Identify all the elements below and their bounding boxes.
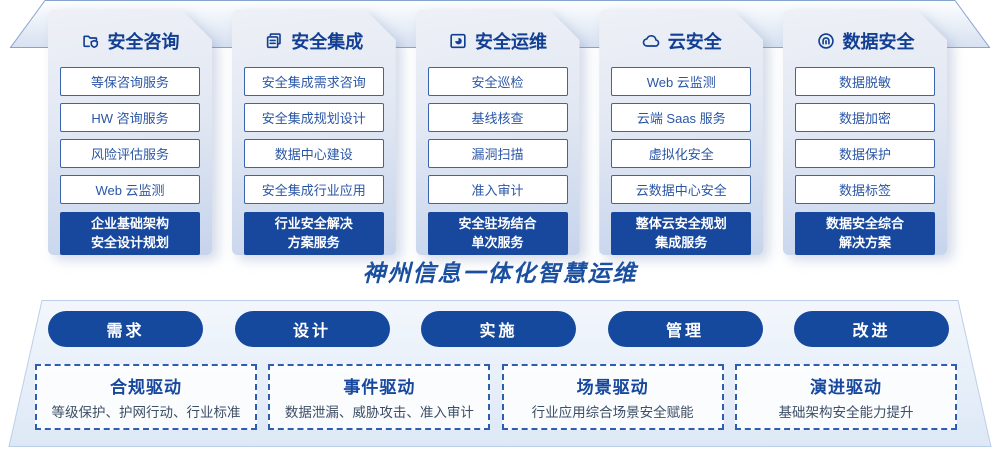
- footer-line: 数据安全综合: [825, 215, 904, 231]
- card-footer: 数据安全综合 解决方案: [795, 212, 935, 255]
- service-item: 准入审计: [428, 175, 568, 204]
- card-security-operations: 安全运维 安全巡检 基线核查 漏洞扫描 准入审计 安全驻场结合 单次服务: [416, 10, 580, 255]
- footer-line: 方案服务: [287, 235, 340, 251]
- service-item: 等保咨询服务: [60, 67, 200, 96]
- fingerprint-icon: [816, 31, 836, 51]
- card-footer: 企业基础架构 安全设计规划: [60, 212, 200, 255]
- card-header: 安全运维: [416, 10, 580, 67]
- service-item: Web 云监测: [611, 67, 751, 96]
- card-cloud-security: 云安全 Web 云监测 云端 Saas 服务 虚拟化安全 云数据中心安全 整体云…: [599, 10, 763, 255]
- footer-line: 安全驻场结合: [458, 215, 537, 231]
- platform-banner-title: 神州信息一体化智慧运维: [362, 260, 638, 286]
- footer-line: 解决方案: [838, 235, 891, 251]
- card-title: 安全咨询: [107, 32, 180, 53]
- footer-line: 集成服务: [655, 235, 708, 251]
- service-item: 数据加密: [795, 103, 935, 132]
- service-item: 数据中心建设: [244, 139, 384, 168]
- cloud-icon: [641, 31, 661, 51]
- footer-line: 整体云安全规划: [635, 215, 727, 231]
- driver-evolution: 演进驱动 基础架构安全能力提升: [734, 364, 957, 430]
- card-items: 安全集成需求咨询 安全集成规划设计 数据中心建设 安全集成行业应用: [232, 67, 396, 204]
- driver-subtitle: 行业应用综合场景安全赋能: [531, 405, 694, 420]
- driver-title: 场景驱动: [576, 378, 649, 397]
- service-item: 安全集成需求咨询: [244, 67, 384, 96]
- card-footer: 整体云安全规划 集成服务: [611, 212, 751, 255]
- pill-improvement: 改进: [794, 311, 949, 347]
- service-item: Web 云监测: [60, 175, 200, 204]
- card-header: 云安全: [599, 10, 763, 67]
- pill-management: 管理: [607, 311, 763, 347]
- card-items: Web 云监测 云端 Saas 服务 虚拟化安全 云数据中心安全: [599, 67, 763, 204]
- service-item: 云数据中心安全: [611, 175, 751, 204]
- card-security-consulting: 安全咨询 等保咨询服务 HW 咨询服务 风险评估服务 Web 云监测 企业基础架…: [48, 10, 212, 255]
- card-footer: 行业安全解决 方案服务: [244, 212, 384, 255]
- service-item: 漏洞扫描: [428, 139, 568, 168]
- driver-boxes: 合规驱动 等级保护、护网行动、行业标准 事件驱动 数据泄漏、威胁攻击、准入审计 …: [35, 364, 957, 430]
- service-item: 安全巡检: [428, 67, 568, 96]
- footer-line: 行业安全解决: [274, 215, 353, 231]
- driver-subtitle: 数据泄漏、威胁攻击、准入审计: [284, 405, 474, 420]
- footer-line: 安全设计规划: [90, 235, 169, 251]
- service-item: 数据保护: [795, 139, 935, 168]
- card-items: 数据脱敏 数据加密 数据保护 数据标签: [783, 67, 947, 204]
- pill-implementation: 实施: [421, 311, 576, 347]
- documents-icon: [264, 31, 284, 51]
- card-footer: 安全驻场结合 单次服务: [428, 212, 568, 255]
- service-columns: 安全咨询 等保咨询服务 HW 咨询服务 风险评估服务 Web 云监测 企业基础架…: [48, 10, 947, 255]
- card-body: 安全运维 安全巡检 基线核查 漏洞扫描 准入审计 安全驻场结合 单次服务: [416, 10, 580, 255]
- card-title: 安全集成: [291, 32, 364, 53]
- card-body: 安全集成 安全集成需求咨询 安全集成规划设计 数据中心建设 安全集成行业应用 行…: [232, 10, 396, 255]
- driver-scenario: 场景驱动 行业应用综合场景安全赋能: [501, 364, 724, 430]
- pill-design: 设计: [234, 311, 390, 347]
- card-header: 数据安全: [783, 10, 947, 67]
- folder-shield-icon: [81, 31, 101, 51]
- pill-requirement: 需求: [48, 311, 203, 347]
- card-data-security: 数据安全 数据脱敏 数据加密 数据保护 数据标签 数据安全综合 解决方案: [783, 10, 947, 255]
- service-item: 虚拟化安全: [611, 139, 751, 168]
- card-body: 云安全 Web 云监测 云端 Saas 服务 虚拟化安全 云数据中心安全 整体云…: [599, 10, 763, 255]
- card-header: 安全集成: [232, 10, 396, 67]
- driver-title: 合规驱动: [110, 378, 182, 397]
- service-item: 数据标签: [795, 175, 935, 204]
- service-item: HW 咨询服务: [60, 103, 200, 132]
- driver-incident: 事件驱动 数据泄漏、威胁攻击、准入审计: [268, 364, 491, 430]
- driver-title: 事件驱动: [343, 378, 416, 397]
- driver-compliance: 合规驱动 等级保护、护网行动、行业标准: [35, 364, 257, 430]
- service-item: 安全集成规划设计: [244, 103, 384, 132]
- card-items: 等保咨询服务 HW 咨询服务 风险评估服务 Web 云监测: [48, 67, 212, 204]
- card-body: 数据安全 数据脱敏 数据加密 数据保护 数据标签 数据安全综合 解决方案: [783, 10, 947, 255]
- folder-chart-icon: [448, 31, 468, 51]
- card-security-integration: 安全集成 安全集成需求咨询 安全集成规划设计 数据中心建设 安全集成行业应用 行…: [232, 10, 396, 255]
- service-item: 数据脱敏: [795, 67, 935, 96]
- card-body: 安全咨询 等保咨询服务 HW 咨询服务 风险评估服务 Web 云监测 企业基础架…: [48, 10, 212, 255]
- process-steps: 需求 设计 实施 管理 改进: [48, 311, 949, 347]
- service-item: 基线核查: [428, 103, 568, 132]
- service-item: 云端 Saas 服务: [611, 103, 751, 132]
- service-item: 安全集成行业应用: [244, 175, 384, 204]
- driver-subtitle: 等级保护、护网行动、行业标准: [51, 405, 241, 420]
- card-title: 安全运维: [475, 32, 547, 53]
- service-item: 风险评估服务: [60, 139, 200, 168]
- card-title: 数据安全: [842, 32, 915, 53]
- card-items: 安全巡检 基线核查 漏洞扫描 准入审计: [416, 67, 580, 204]
- footer-line: 企业基础架构: [90, 215, 169, 231]
- footer-line: 单次服务: [471, 235, 524, 251]
- card-header: 安全咨询: [48, 10, 212, 67]
- card-title: 云安全: [667, 32, 722, 53]
- driver-title: 演进驱动: [809, 378, 882, 397]
- driver-subtitle: 基础架构安全能力提升: [778, 405, 914, 420]
